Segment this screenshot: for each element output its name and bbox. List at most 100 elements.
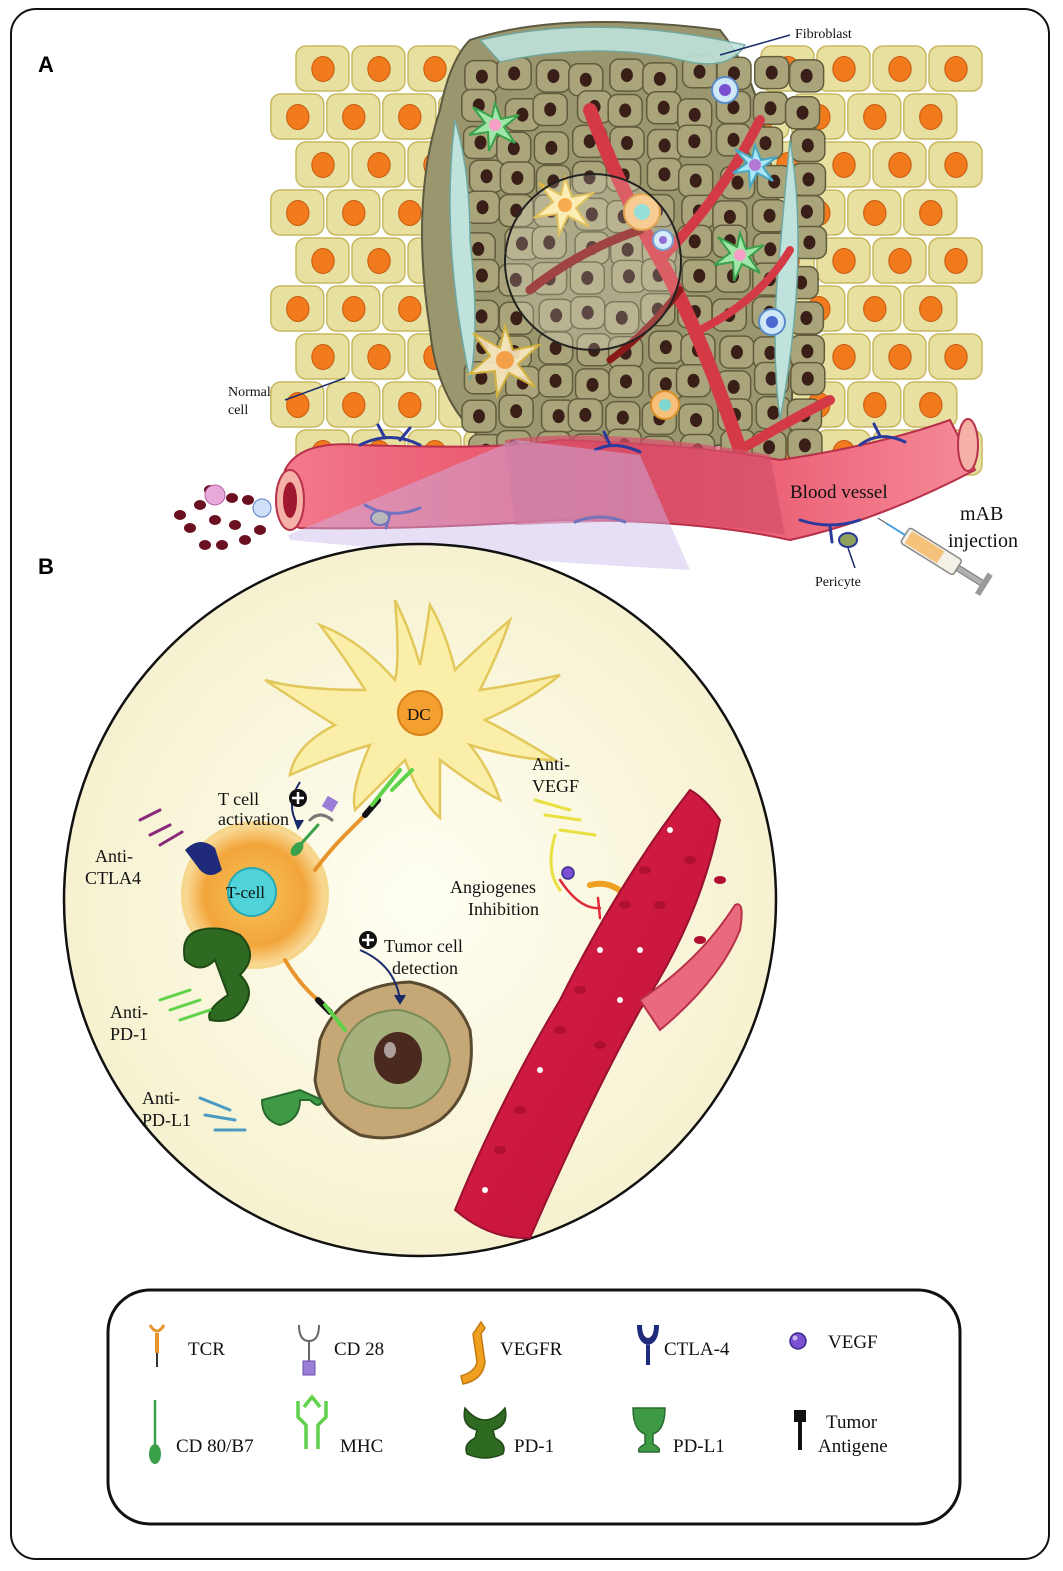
tumor-cell-small (574, 368, 611, 402)
white-blood-cell (252, 498, 272, 518)
anti-ctla4-label: Anti- CTLA4 (85, 846, 141, 888)
tumor-cell-small (719, 335, 755, 369)
legend-label-pdl1: PD-L1 (673, 1436, 725, 1457)
tumor-cell-small (464, 59, 500, 94)
fibroblast-side-left (449, 119, 476, 381)
tumor-cell-small (784, 95, 821, 130)
legend-label-vegfr: VEGFR (500, 1339, 563, 1360)
left-normal-cell (351, 237, 406, 284)
tumor-cell-small (645, 91, 682, 125)
tumor-cell-small (608, 364, 644, 399)
fibroblast-leader (719, 34, 791, 56)
tumor-cell-small (569, 261, 606, 295)
syringe-icon (877, 517, 993, 597)
plus-icons (289, 789, 377, 949)
vessel-panel-b (453, 788, 743, 1240)
magnifier-circle (504, 173, 682, 351)
left-normal-cell (270, 381, 325, 428)
pericyte-body (838, 532, 858, 548)
legend-label-pd1: PD-1 (514, 1436, 554, 1457)
t-cell-activation-label: T cell activation (218, 789, 289, 829)
figure-frame (10, 8, 1050, 1560)
red-blood-cell (242, 495, 254, 505)
right-normal-cell (903, 381, 958, 428)
vessel-blood-cell (694, 936, 706, 944)
right-normal-cell (872, 45, 927, 92)
left-normal-cell (326, 285, 381, 332)
red-blood-cell (174, 510, 186, 520)
right-normal-cell (903, 93, 958, 140)
angiogenes-inhibition-label: Angiogenes Inhibition (450, 877, 540, 919)
immune-cells-a (465, 76, 786, 420)
tumor-cell-small (535, 59, 572, 93)
vessel-blood-cell (617, 997, 623, 1003)
tumor-antigen-icon (794, 1410, 806, 1450)
tumor-cell-small (532, 92, 568, 127)
tumor-cell-small (609, 58, 645, 92)
vessel-blood-cell (574, 986, 586, 994)
tumor-cell-small (504, 97, 541, 132)
fibroblast-sheet (478, 26, 747, 65)
tumor-cell-small (537, 364, 574, 398)
right-normal-cell (847, 381, 902, 428)
tumor-cell-small (604, 301, 640, 335)
tumor-cell-small (567, 398, 604, 432)
left-normal-cell (382, 285, 437, 332)
tumor-cell-small (678, 403, 714, 437)
tumor-cell-small (504, 226, 540, 261)
vessel-blood-cell (554, 1026, 566, 1034)
right-normal-cell (903, 285, 958, 332)
right-normal-cell (816, 45, 871, 92)
vessel-blood-cell (637, 947, 643, 953)
left-normal-cell (326, 189, 381, 236)
red-blood-cell (184, 523, 196, 533)
vessel-blood-cell (714, 876, 726, 884)
right-normal-cell (903, 189, 958, 236)
tumor-cell-small (791, 225, 828, 260)
left-normal-cell (295, 141, 350, 188)
vegf-icon (789, 1332, 807, 1350)
red-blood-cell (254, 525, 266, 535)
left-normal-cell (270, 93, 325, 140)
vessel-blood-cell (639, 866, 651, 874)
anti-pdl1-label: Anti- PD-L1 (142, 1088, 191, 1130)
tumor-cell-small (646, 128, 683, 163)
right-normal-cell (872, 333, 927, 380)
red-blood-cell (216, 540, 228, 550)
tumor-cell-small (531, 225, 567, 260)
tumor-cell-small (609, 126, 645, 160)
dendritic-cell (264, 599, 561, 821)
normal-cell-leader (284, 377, 346, 401)
blood-vessel-label: Blood vessel (790, 482, 888, 503)
legend-label-tcr: TCR (188, 1339, 225, 1360)
left-normal-cell (326, 381, 381, 428)
tumor-cell (313, 980, 473, 1140)
pericytes (358, 422, 907, 544)
left-normal-cell (295, 237, 350, 284)
tcr-icon (148, 1324, 166, 1367)
tumor-cell-small (719, 165, 756, 200)
tumor-cell-small (675, 363, 712, 398)
vessel-blood-cell (482, 1187, 488, 1193)
vessel-blood-cell (514, 1106, 526, 1114)
panel-label-b: B (38, 554, 54, 579)
tumor-cell-small (496, 56, 532, 91)
main-blood-vessel (275, 418, 979, 542)
t-cell-label: T-cell (226, 883, 265, 902)
tumor-cell-small (677, 163, 714, 198)
panel-label-a: A (38, 52, 54, 77)
ctla4-icon (637, 1325, 659, 1365)
pericyte-leader (847, 547, 856, 569)
right-normal-cell (928, 45, 983, 92)
right-normal-cell (872, 141, 927, 188)
pericyte-label: Pericyte (815, 575, 861, 590)
left-normal-cell (295, 45, 350, 92)
t-cell-nucleus (227, 867, 277, 917)
right-normal-cell (928, 237, 983, 284)
vessel-blood-cell (594, 1041, 606, 1049)
tumor-cell-small (642, 62, 678, 96)
legend-box (106, 1288, 962, 1526)
tumor-cell-small (499, 161, 536, 195)
tumor-cell-small (646, 157, 683, 192)
